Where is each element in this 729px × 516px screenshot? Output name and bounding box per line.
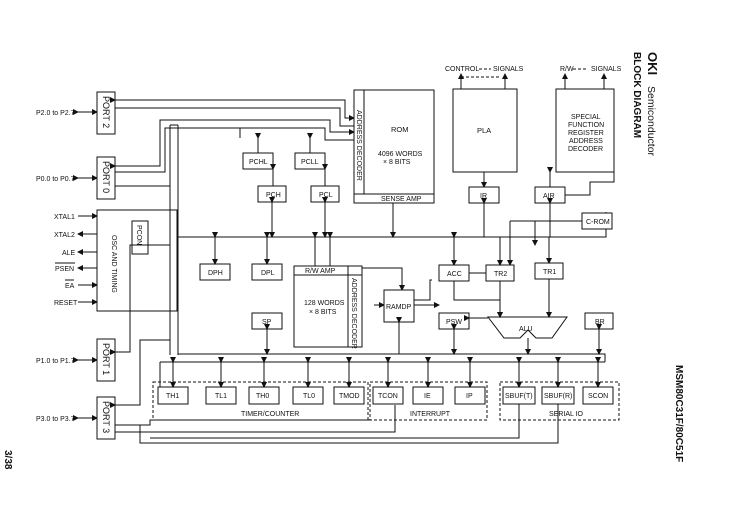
serial-io-group: SERIAL IO SBUF(T) SBUF(R) SCON <box>139 357 620 444</box>
psw-label: PSW <box>446 319 462 326</box>
ip-label: IP <box>466 393 473 400</box>
rom-addr-decoder-label: ADDRESS DECODER <box>355 110 362 181</box>
timer-counter-group: TIMER/COUNTER TH1 TL1 TH0 TL0 TMOD <box>152 357 369 421</box>
alu-shape <box>486 316 568 339</box>
pin-psen: PSEN <box>55 266 74 273</box>
pla-block: CONTROL SIGNALS PLA <box>445 66 524 188</box>
control-label: CONTROL <box>445 66 479 73</box>
interrupt-group-label: INTERRUPT <box>410 411 451 418</box>
signals-label-2: SIGNALS <box>591 66 622 73</box>
ram-size-2: × 8 BITS <box>309 309 337 316</box>
signals-label-1: SIGNALS <box>493 66 524 73</box>
alu-label: ALU <box>519 326 533 333</box>
alu-section: ACC TR2 TR1 PSW ALU BR <box>414 232 614 355</box>
sbufr-label: SBUF(R) <box>544 393 572 400</box>
sense-amp-label: SENSE AMP <box>381 196 422 203</box>
timer-group-label: TIMER/COUNTER <box>241 411 299 418</box>
pin-xtal2: XTAL2 <box>54 232 75 239</box>
tl1-label: TL1 <box>215 393 227 400</box>
th1-label: TH1 <box>166 393 179 400</box>
ramdp-block: RAMDP <box>383 279 432 354</box>
tl0-label: TL0 <box>303 393 315 400</box>
interrupt-group: INTERRUPT TCON IE IP <box>369 357 488 421</box>
tmod-label: TMOD <box>339 393 360 400</box>
ie-label: IE <box>424 393 431 400</box>
osc-label: OSC AND TIMING <box>110 235 117 293</box>
pin-labels: P2.0 to P2.7 P0.0 to P0.7 XTAL1 XTAL2 AL… <box>36 110 78 423</box>
sfr-line-4: ADDRESS <box>569 138 603 145</box>
pin-xtal1: XTAL1 <box>54 214 75 221</box>
pin-ale: ALE <box>62 250 76 257</box>
pcon-label: PCON <box>135 225 142 245</box>
port-3: PORT 3 <box>96 396 116 440</box>
pc-blocks: PCHL PCLL PCH PCL <box>239 128 340 238</box>
header: OKI Semiconductor BLOCK DIAGRAM MSM80C31… <box>2 52 684 470</box>
port-3-label: PORT 3 <box>101 401 111 433</box>
port-buses <box>110 97 396 433</box>
part-number: MSM80C31F/80C51F <box>673 365 684 462</box>
pcon-register <box>131 220 149 255</box>
th0-label: TH0 <box>256 393 269 400</box>
dpl-label: DPL <box>261 270 275 277</box>
br-label: BR <box>595 319 605 326</box>
pin-p1: P1.0 to P1.7 <box>36 358 75 365</box>
air-block: AIR <box>534 150 615 237</box>
sfr-decoder-block: R/W SIGNALS SPECIAL FUNCTION REGISTER AD… <box>547 66 622 187</box>
sfr-line-1: SPECIAL <box>571 114 601 121</box>
tr1-label: TR1 <box>543 269 556 276</box>
crom-block: C-ROM <box>507 212 613 266</box>
ram-block: R/W AMP 128 WORDS × 8 BITS ADDRESS DECOD… <box>293 232 405 349</box>
sbuft-label: SBUF(T) <box>505 393 533 400</box>
tcon-label: TCON <box>378 393 398 400</box>
sp-label: SP <box>262 319 272 326</box>
company-name: Semiconductor <box>645 86 657 157</box>
pla-label: PLA <box>477 126 491 135</box>
pchl-label: PCHL <box>249 159 268 166</box>
port-0: PORT 0 <box>96 156 116 200</box>
ramdp-label: RAMDP <box>386 304 412 311</box>
pin-arrows <box>73 109 98 421</box>
port-1: PORT 1 <box>96 338 116 382</box>
rw-amp-label: R/W AMP <box>305 268 336 275</box>
pch-label: PCH <box>266 192 281 199</box>
ram-size-1: 128 WORDS <box>304 300 345 307</box>
scon-label: SCON <box>588 393 608 400</box>
rom-size-1: 4096 WORDS <box>378 151 423 158</box>
page-title: BLOCK DIAGRAM <box>631 52 642 138</box>
pin-p3: P3.0 to P3.7 <box>36 416 75 423</box>
rw-label: R/W <box>560 66 574 73</box>
rom-label: ROM <box>391 125 409 134</box>
osc-timing-block: OSC AND TIMING PCON <box>96 209 178 312</box>
dptr-blocks: DPH DPL SP <box>199 232 283 355</box>
dph-label: DPH <box>208 270 223 277</box>
serial-group-label: SERIAL IO <box>549 411 584 418</box>
tr2-label: TR2 <box>494 271 507 278</box>
rom-size-2: × 8 BITS <box>383 159 411 166</box>
logo: OKI <box>645 52 660 75</box>
pin-reset: RESET <box>54 300 78 307</box>
air-label: AIR <box>543 193 555 200</box>
ram-addr-decoder-label: ADDRESS DECODER <box>350 278 357 349</box>
main-bus <box>178 212 607 362</box>
ir-block: IR <box>468 186 500 237</box>
sfr-line-3: REGISTER <box>568 130 604 137</box>
port-0-label: PORT 0 <box>101 161 111 193</box>
pin-p2: P2.0 to P2.7 <box>36 110 75 117</box>
pin-ea: EA <box>65 283 75 290</box>
pin-p0: P0.0 to P0.7 <box>36 176 75 183</box>
port-2-label: PORT 2 <box>101 96 111 128</box>
acc-label: ACC <box>447 271 462 278</box>
sfr-line-5: DECODER <box>568 146 603 153</box>
sfr-line-2: FUNCTION <box>568 122 604 129</box>
pcl-label: PCL <box>319 192 333 199</box>
port-1-label: PORT 1 <box>101 343 111 375</box>
port-2: PORT 2 <box>96 91 116 135</box>
ir-label: IR <box>480 193 487 200</box>
rom-block: ADDRESS DECODER ROM 4096 WORDS × 8 BITS … <box>353 89 435 238</box>
page-number: 3/38 <box>2 450 13 470</box>
pcll-label: PCLL <box>301 159 319 166</box>
crom-label: C-ROM <box>586 219 610 226</box>
